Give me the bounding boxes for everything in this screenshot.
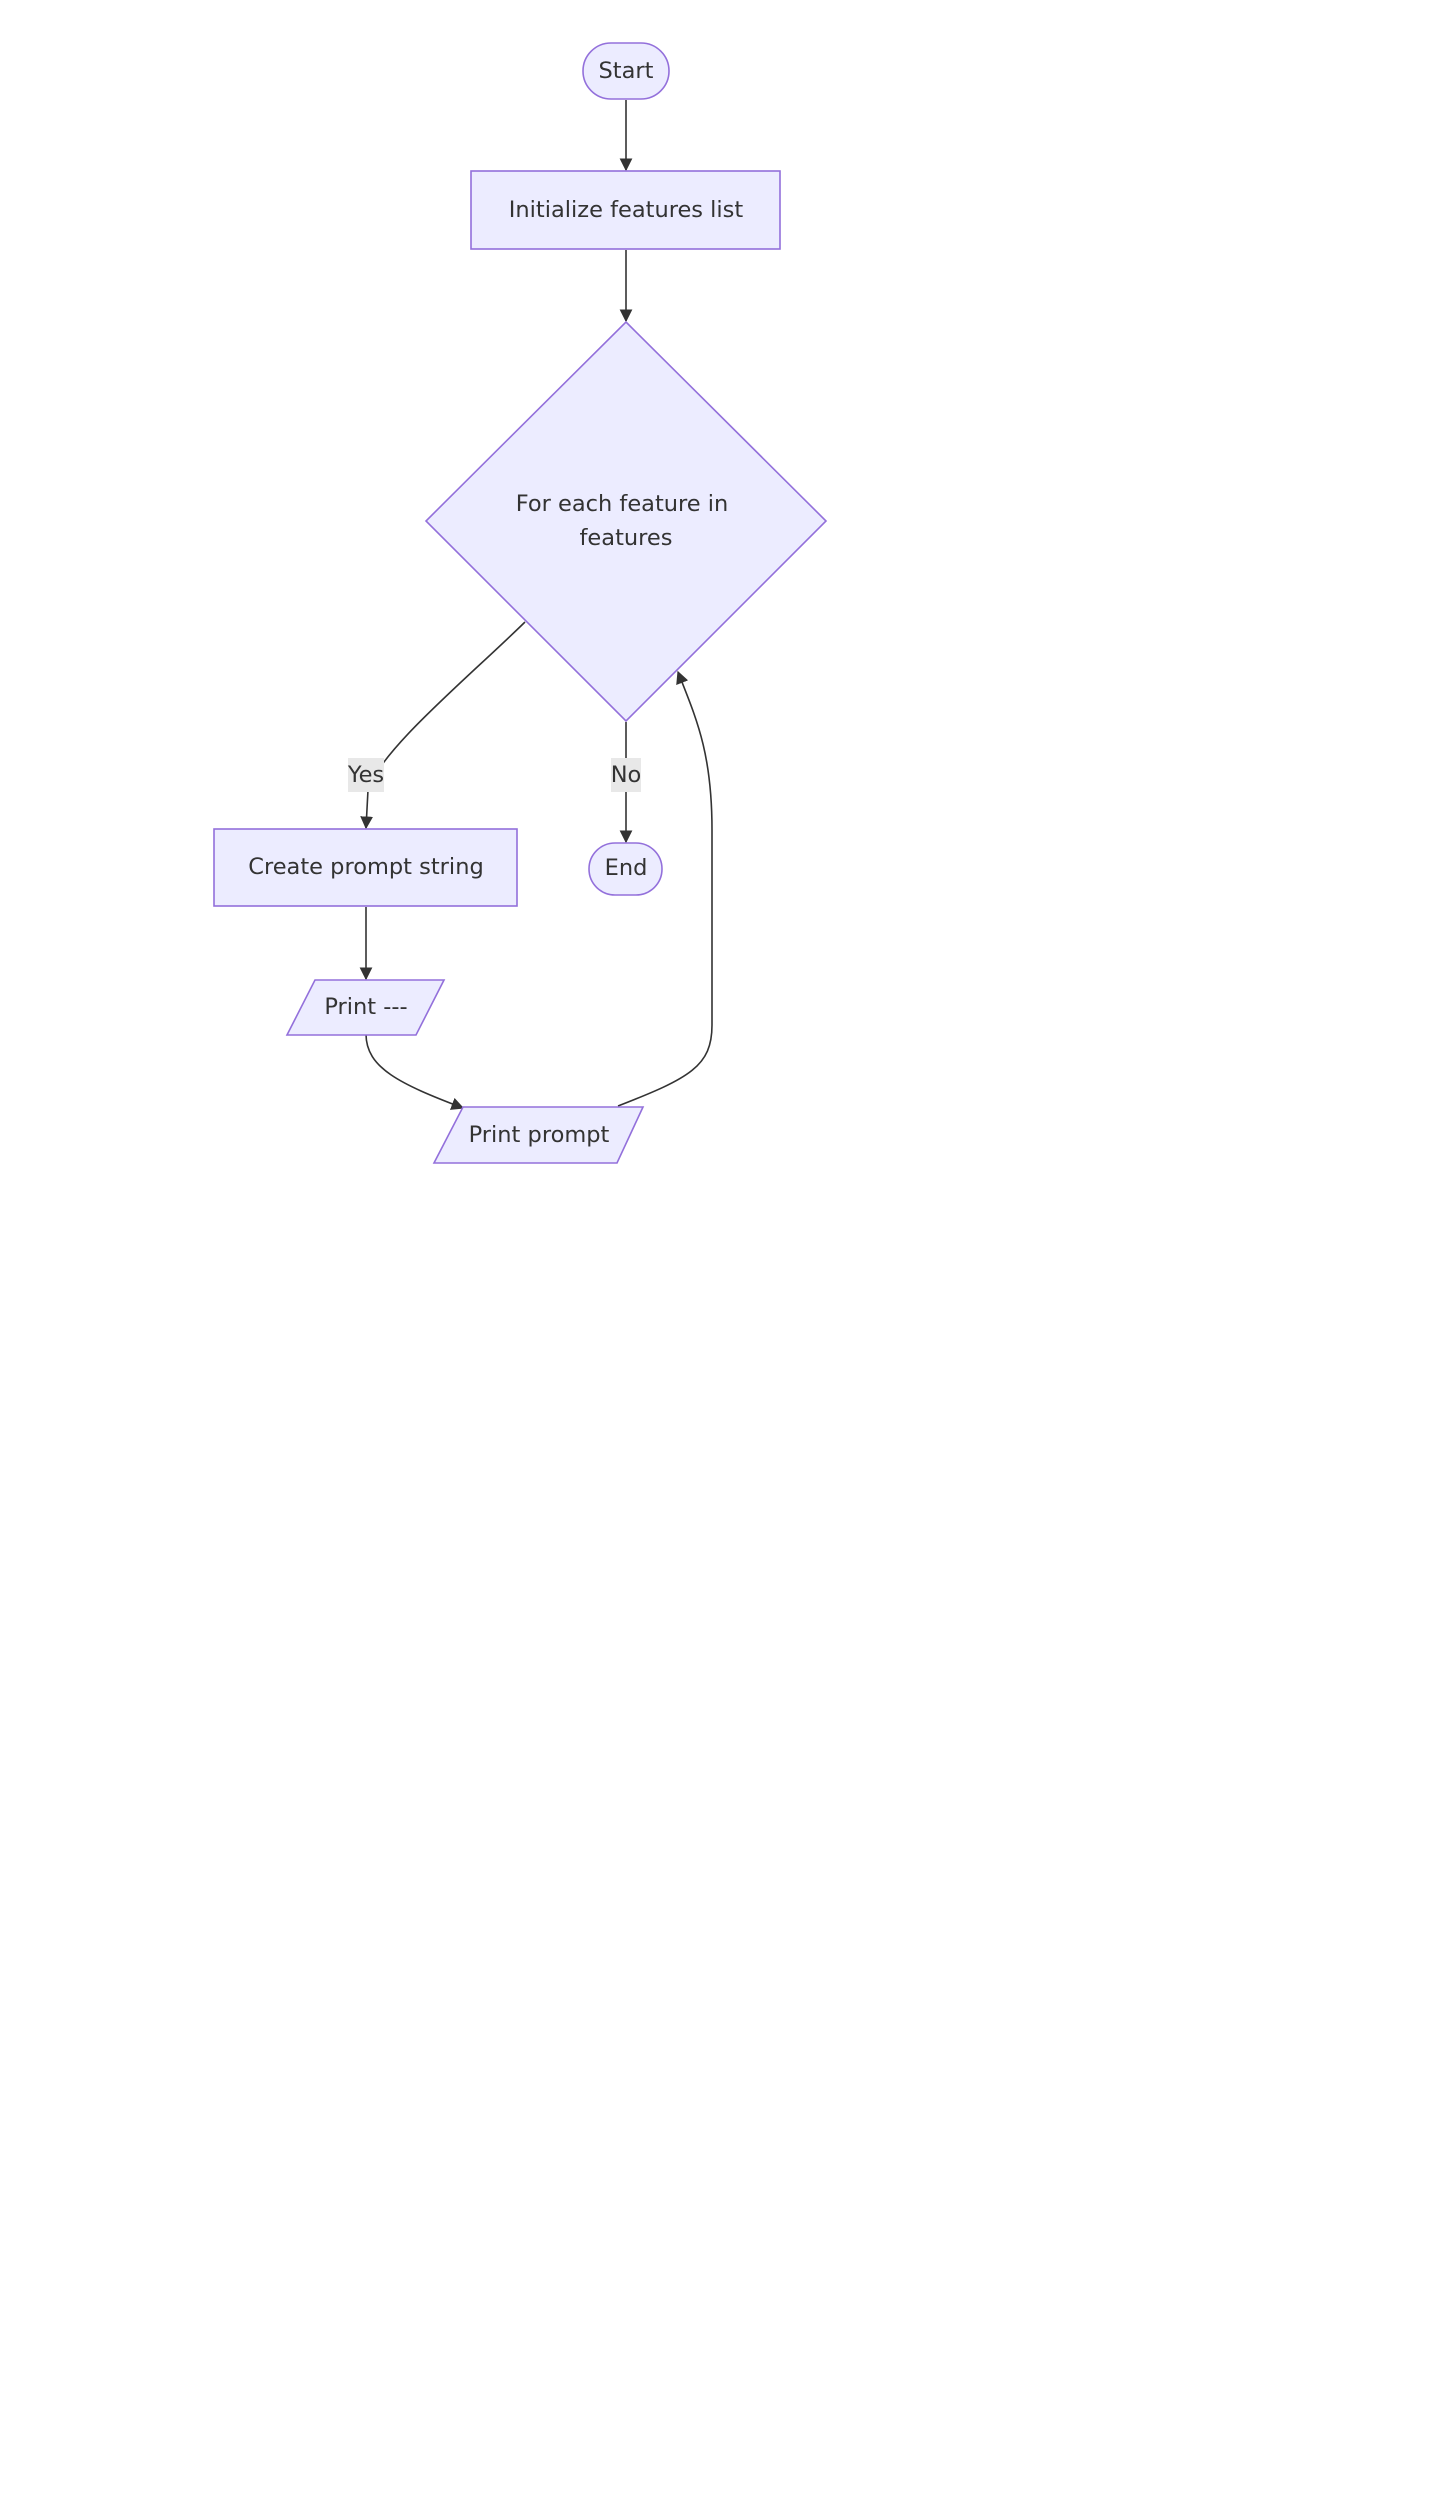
node-loop-label-line1: For each feature in	[516, 491, 729, 517]
node-print-prompt-label: Print prompt	[469, 1122, 610, 1148]
edge-loop-to-create	[360, 621, 526, 830]
node-create-label: Create prompt string	[248, 854, 483, 880]
node-init-label: Initialize features list	[509, 197, 744, 223]
edge-label-yes: Yes	[347, 758, 384, 792]
node-print-sep[interactable]: Print ---	[285, 979, 446, 1036]
node-start-label: Start	[599, 58, 654, 84]
node-end[interactable]: End	[588, 842, 663, 896]
edge-print-prompt-to-loop	[617, 670, 713, 1107]
node-end-label: End	[605, 855, 648, 881]
node-create[interactable]: Create prompt string	[213, 828, 518, 907]
edge-label-no: No	[611, 758, 642, 792]
node-start-shape	[582, 42, 670, 100]
node-loop-shape	[424, 320, 828, 723]
nodes: Start Initialize features list For each …	[213, 42, 828, 1164]
node-init-shape	[470, 170, 781, 250]
node-loop[interactable]: For each feature in features	[424, 320, 828, 723]
node-print-prompt[interactable]: Print prompt	[432, 1106, 645, 1164]
edges	[359, 100, 713, 1110]
node-start[interactable]: Start	[582, 42, 670, 100]
edge-print-sep-to-print-prompt	[365, 1033, 465, 1110]
node-end-shape	[588, 842, 663, 896]
node-print-sep-label: Print ---	[324, 994, 407, 1020]
edge-label-no-text: No	[611, 762, 642, 788]
edge-labels: Yes No	[347, 758, 641, 792]
edge-label-yes-text: Yes	[347, 762, 384, 788]
node-init[interactable]: Initialize features list	[470, 170, 781, 250]
node-print-prompt-shape	[432, 1106, 645, 1164]
node-print-sep-shape	[285, 979, 446, 1036]
node-create-shape	[213, 828, 518, 907]
node-loop-label-line2: features	[580, 525, 673, 551]
